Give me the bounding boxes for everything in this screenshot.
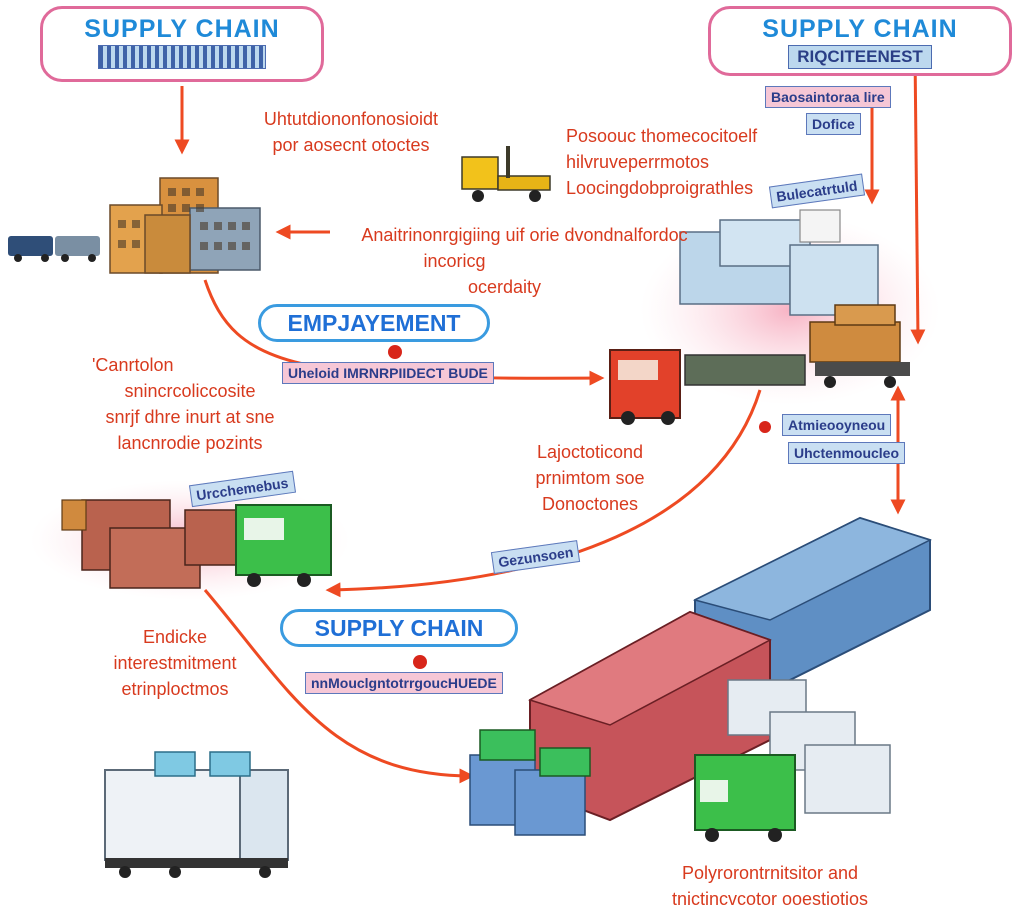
label-line: prnimtom soe <box>535 468 645 488</box>
arrow-right-header-b <box>910 51 926 345</box>
label-line: snincrcoliccosite <box>124 381 256 401</box>
refrigerated-trailer <box>104 751 289 878</box>
header-right-subtitle: RIQCITEENEST <box>788 45 932 69</box>
tag-top-right-b: Dofice <box>806 113 861 135</box>
label-bottom-right: Polyrorontrnitsitor and tnictincvcotor o… <box>630 860 910 912</box>
label-line: lancnrodie pozints <box>117 433 263 453</box>
label-line: etrinploctmos <box>121 679 229 699</box>
pin-supply <box>413 655 427 669</box>
pill-empjayement: EMPJAYEMENT <box>258 304 490 342</box>
yellow-truck <box>461 146 551 202</box>
arrow-hub-to-left <box>325 389 762 598</box>
label-line: Anaitrinonrgigiing uif orie dvondnalford… <box>361 225 688 245</box>
label-line: Posoouc thomecocitoelf <box>566 126 758 146</box>
small-vans <box>8 236 100 262</box>
label-line: ocerdaity <box>467 277 542 297</box>
label-top-right: Posoouc thomecocitoelf hilvruveperrmotos… <box>566 123 757 201</box>
hub-containers <box>679 209 879 316</box>
flow-arrows <box>174 51 926 784</box>
label-line: snrjf dhre inurt at sne <box>105 407 275 427</box>
label-line: interestmitment <box>113 653 237 673</box>
header-left-title: SUPPLY CHAIN <box>84 15 280 43</box>
label-line: Lajoctoticond <box>536 442 644 462</box>
label-left-lower: Endicke interestmitment etrinploctmos <box>80 624 270 702</box>
green-truck-bottom <box>694 754 796 842</box>
warehouse-buildings <box>109 177 261 274</box>
tag-right-mid-a: Atmieooyneou <box>782 414 892 436</box>
label-line: 'Canrtolon <box>92 355 174 375</box>
label-line: incoricg <box>423 251 486 271</box>
red-truck <box>609 349 806 425</box>
pin-markers <box>388 345 771 669</box>
label-line: Loocingdobproigrathles <box>566 178 754 198</box>
label-center: Anaitrinonrgigiing uif orie dvondnalford… <box>332 222 717 300</box>
tag-under-empjayement: Uheloid IMRNRPIIDECT BUDE <box>282 362 494 384</box>
label-line: Endicke <box>142 627 208 647</box>
label-top-center: Uhtutdiononfonosioidt por aosecnt otocte… <box>236 106 466 158</box>
header-left: SUPPLY CHAIN <box>40 6 324 82</box>
header-right: SUPPLY CHAIN RIQCITEENEST <box>708 6 1012 76</box>
tag-top-right-a: Baosaintoraa lire <box>765 86 891 108</box>
wood-crates-trailer <box>809 304 910 388</box>
tag-right-mid-b: Uhctenmoucleo <box>788 442 906 464</box>
pin-empjayement <box>388 345 402 359</box>
label-line: hilvruveperrmotos <box>566 152 710 172</box>
arrow-left-to-yard <box>203 589 475 784</box>
label-left-mid: 'Canrtolon snincrcoliccosite snrjf dhre … <box>80 352 300 456</box>
header-right-title: SUPPLY CHAIN <box>762 15 958 43</box>
left-containers <box>61 499 241 589</box>
pin-right <box>759 421 771 433</box>
label-mid-right: Lajoctoticond prnimtom soe Donoctones <box>520 439 660 517</box>
label-line: Donoctones <box>541 494 639 514</box>
label-line: Polyrorontrnitsitor and <box>681 863 859 883</box>
label-line: Uhtutdiononfonosioidt <box>263 109 439 129</box>
green-truck-left <box>235 504 332 587</box>
header-left-subtitle <box>98 45 266 69</box>
label-line: por aosecnt otoctes <box>272 135 430 155</box>
pill-supply-chain: SUPPLY CHAIN <box>280 609 518 647</box>
tag-under-supply: nnMouclgntotrrgoucHUEDE <box>305 672 503 694</box>
label-line: tnictincvcotor ooestiotios <box>671 889 869 909</box>
